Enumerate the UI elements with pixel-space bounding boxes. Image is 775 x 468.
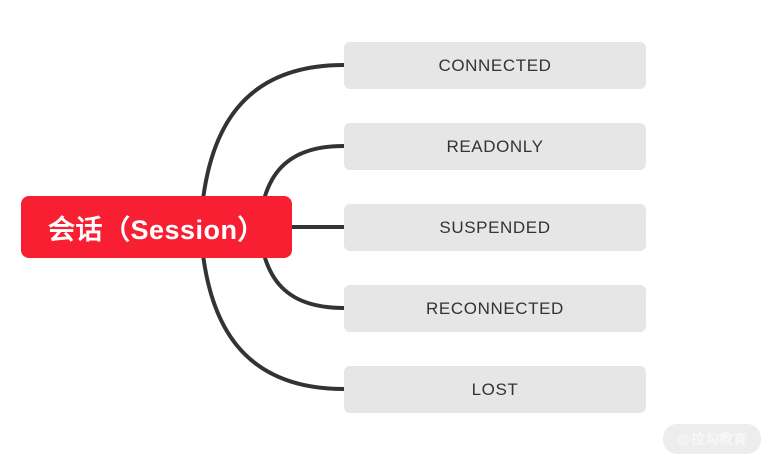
leaf-node-label: RECONNECTED — [426, 298, 564, 318]
leaf-node-label: CONNECTED — [438, 55, 552, 75]
watermark-badge: @拉勾教育 — [663, 424, 761, 454]
leaf-node-label: SUSPENDED — [439, 217, 551, 237]
leaf-node-label: LOST — [471, 379, 519, 399]
watermark-label: @拉勾教育 — [677, 431, 747, 447]
leaf-node-connected[interactable]: CONNECTED — [344, 42, 646, 89]
leaf-node-suspended[interactable]: SUSPENDED — [344, 204, 646, 251]
root-node-label: 会话（Session） — [47, 214, 266, 245]
leaf-node-label: READONLY — [446, 136, 544, 156]
leaf-node-lost[interactable]: LOST — [344, 366, 646, 413]
leaf-node-readonly[interactable]: READONLY — [344, 123, 646, 170]
root-node-session[interactable]: 会话（Session） — [21, 196, 292, 258]
leaf-node-reconnected[interactable]: RECONNECTED — [344, 285, 646, 332]
